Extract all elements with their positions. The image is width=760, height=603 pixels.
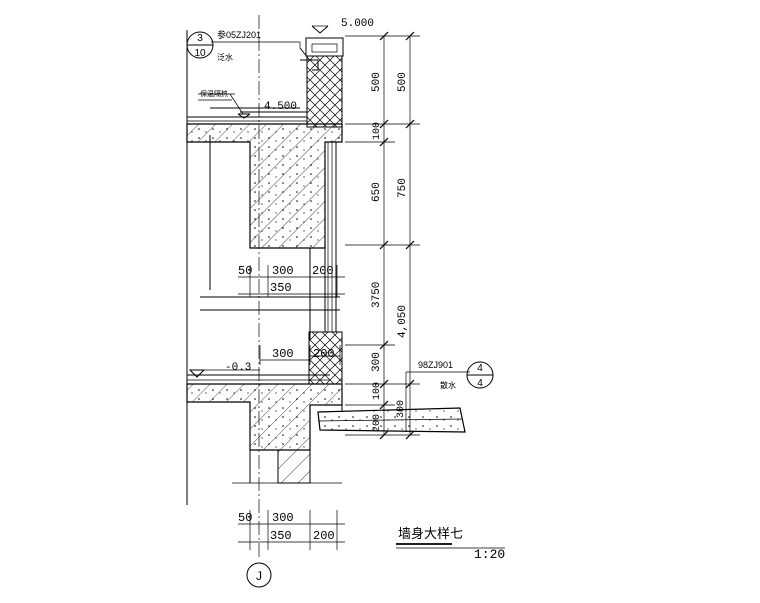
dim-inner-5: 100 <box>372 382 383 400</box>
dim-outer-0: 500 <box>397 72 409 92</box>
ref-top-circle-bottom: 10 <box>194 48 206 59</box>
dim-outer-2: 4,050 <box>397 305 409 338</box>
dim-bottom-c: 350 <box>270 529 292 543</box>
dim-mid-d: 350 <box>270 281 292 295</box>
dim-bottom-d: 200 <box>313 529 335 543</box>
dimension-bottom <box>232 482 345 550</box>
dim-bottom-b: 300 <box>272 511 294 525</box>
ref-top-note: 泛水 <box>217 52 233 62</box>
roof-beam <box>186 99 343 249</box>
leaders <box>198 41 470 432</box>
dim-inner-1: 100 <box>372 122 383 140</box>
elevation-roof: 4.500 <box>264 101 297 113</box>
ref-circle-top: 3 10 <box>186 31 214 59</box>
dimension-chain-right <box>345 31 420 440</box>
axis-label: J <box>256 569 262 583</box>
dim-inner-4: 300 <box>371 352 383 372</box>
labels: 5.000 4.500 -0.3 参05ZJ201 泛水 保温隔热 98ZJ90… <box>200 18 505 562</box>
dim-bottom-a: 50 <box>238 511 252 525</box>
dim-mid-a: 50 <box>238 264 252 278</box>
ref-bottom-code: 98ZJ901 <box>418 360 453 370</box>
dimension-mid <box>200 265 345 371</box>
apron <box>317 405 466 433</box>
ref-bottom-note: 散水 <box>440 380 456 390</box>
dim-inner-6: 300 <box>396 400 407 418</box>
ground-beam <box>186 369 343 484</box>
dim-inner-3: 3750 <box>371 282 383 308</box>
ref-circle-bottom: 4 4 <box>466 361 494 389</box>
ref-top-code: 参05ZJ201 <box>217 29 261 40</box>
dim-outer-1: 750 <box>397 178 409 198</box>
dim-inner-2: 650 <box>371 182 383 202</box>
dim-low-b: 200 <box>313 347 335 361</box>
elevation-top: 5.000 <box>341 18 374 30</box>
dim-mid-b: 300 <box>272 264 294 278</box>
axis-lines <box>186 15 260 560</box>
dim-inner-7: 200 <box>372 414 383 432</box>
drawing-scale: 1:20 <box>474 547 505 562</box>
ref-top-circle-top: 3 <box>197 33 203 44</box>
roof-note: 保温隔热 <box>200 89 228 98</box>
dim-low-a: 300 <box>272 347 294 361</box>
parapet <box>299 25 344 128</box>
axis-bubble: J <box>246 562 272 588</box>
ref-bottom-circle-top: 4 <box>477 363 483 374</box>
elevation-ground: -0.3 <box>225 362 251 374</box>
drawing-title: 墙身大样七 <box>398 526 463 541</box>
dim-inner-0: 500 <box>371 72 383 92</box>
ref-bottom-circle-bottom: 4 <box>477 378 483 389</box>
mid-floor <box>200 296 340 311</box>
dim-mid-c: 200 <box>312 264 334 278</box>
